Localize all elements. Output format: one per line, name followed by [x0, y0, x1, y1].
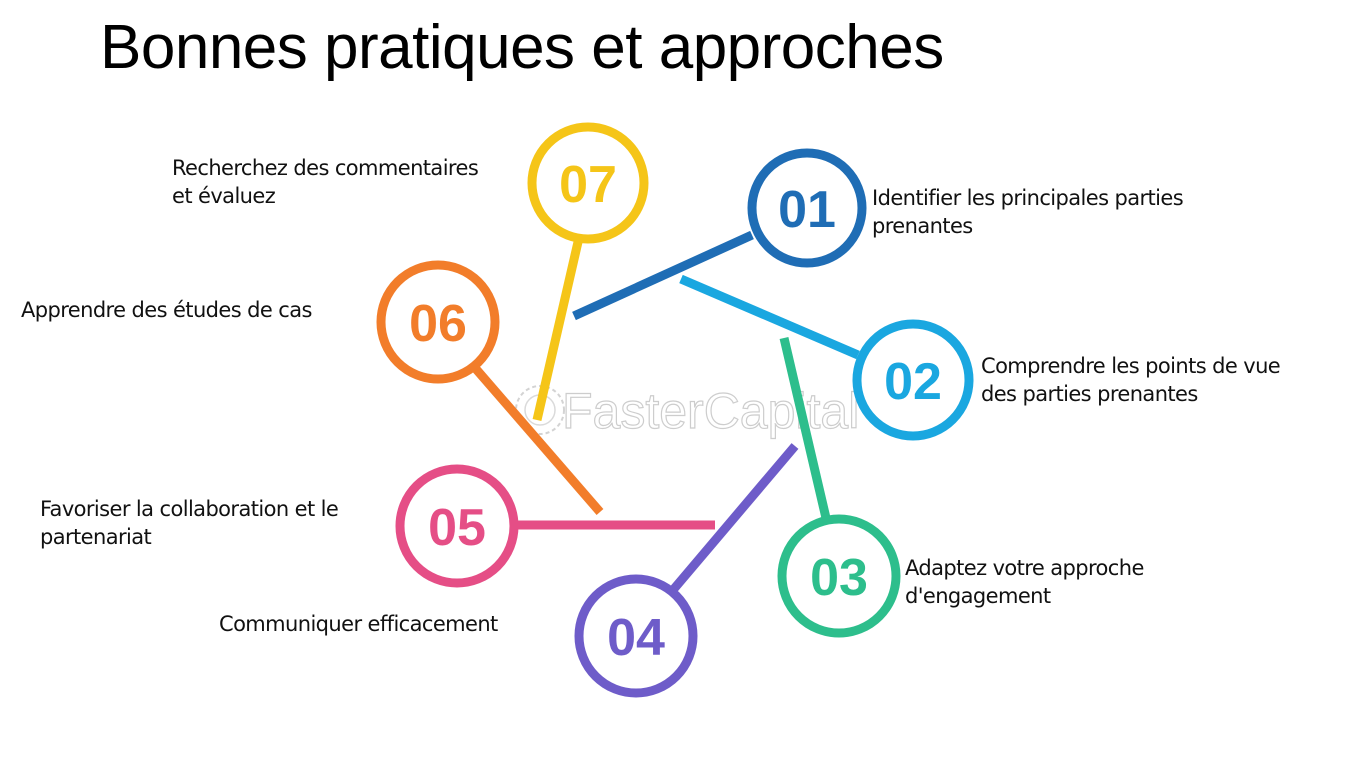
step-circle-07: 07: [527, 122, 649, 244]
connector-07: [532, 240, 583, 422]
step-label-01-line1: Identifier les principales parties: [872, 186, 1184, 210]
step-label-02-line1: Comprendre les points de vue: [981, 354, 1281, 378]
step-label-04: Communiquer efficacement: [219, 610, 498, 638]
step-label-07-line2: et évaluez: [172, 184, 276, 208]
step-circle-02: 02: [852, 319, 974, 441]
svg-text:05: 05: [428, 499, 486, 557]
step-label-03-line2: d'engagement: [905, 584, 1051, 608]
step-label-05-line2: partenariat: [40, 525, 152, 549]
svg-text:07: 07: [559, 156, 617, 214]
step-label-04-line1: Communiquer efficacement: [219, 612, 498, 636]
svg-text:04: 04: [607, 609, 665, 667]
connector-01: [572, 230, 754, 321]
step-circle-01: 01: [747, 148, 867, 268]
svg-text:02: 02: [884, 353, 942, 411]
step-label-06: Apprendre des études de cas: [21, 296, 312, 324]
page-title: Bonnes pratiques et approches: [100, 13, 944, 82]
connector-lines: [472, 230, 860, 593]
step-circle-03: 03: [777, 514, 901, 638]
step-label-05-line1: Favoriser la collaboration et le: [40, 497, 339, 521]
svg-text:06: 06: [409, 295, 467, 353]
step-label-02-line2: des parties prenantes: [981, 382, 1198, 406]
svg-text:FasterCapital: FasterCapital: [562, 383, 859, 439]
step-label-01: Identifier les principales parties prena…: [872, 184, 1184, 240]
step-circle-06: 06: [376, 260, 500, 384]
step-circle-05: 05: [395, 464, 519, 588]
connector-02: [679, 274, 860, 360]
step-label-05: Favoriser la collaboration et le partena…: [40, 495, 339, 551]
step-circle-04: 04: [574, 574, 698, 698]
step-label-02: Comprendre les points de vue des parties…: [981, 352, 1281, 408]
step-label-01-line2: prenantes: [872, 214, 973, 238]
step-label-06-line1: Apprendre des études de cas: [21, 298, 312, 322]
watermark: FasterCapital: [515, 382, 860, 440]
connector-04: [669, 443, 799, 593]
step-label-03: Adaptez votre approche d'engagement: [905, 554, 1144, 610]
step-label-07-line1: Recherchez des commentaires: [172, 156, 479, 180]
step-label-03-line1: Adaptez votre approche: [905, 556, 1144, 580]
connector-03: [779, 336, 831, 520]
step-label-07: Recherchez des commentaires et évaluez: [172, 154, 479, 210]
svg-text:03: 03: [810, 549, 868, 607]
svg-text:01: 01: [778, 181, 836, 239]
connector-06: [472, 366, 604, 515]
